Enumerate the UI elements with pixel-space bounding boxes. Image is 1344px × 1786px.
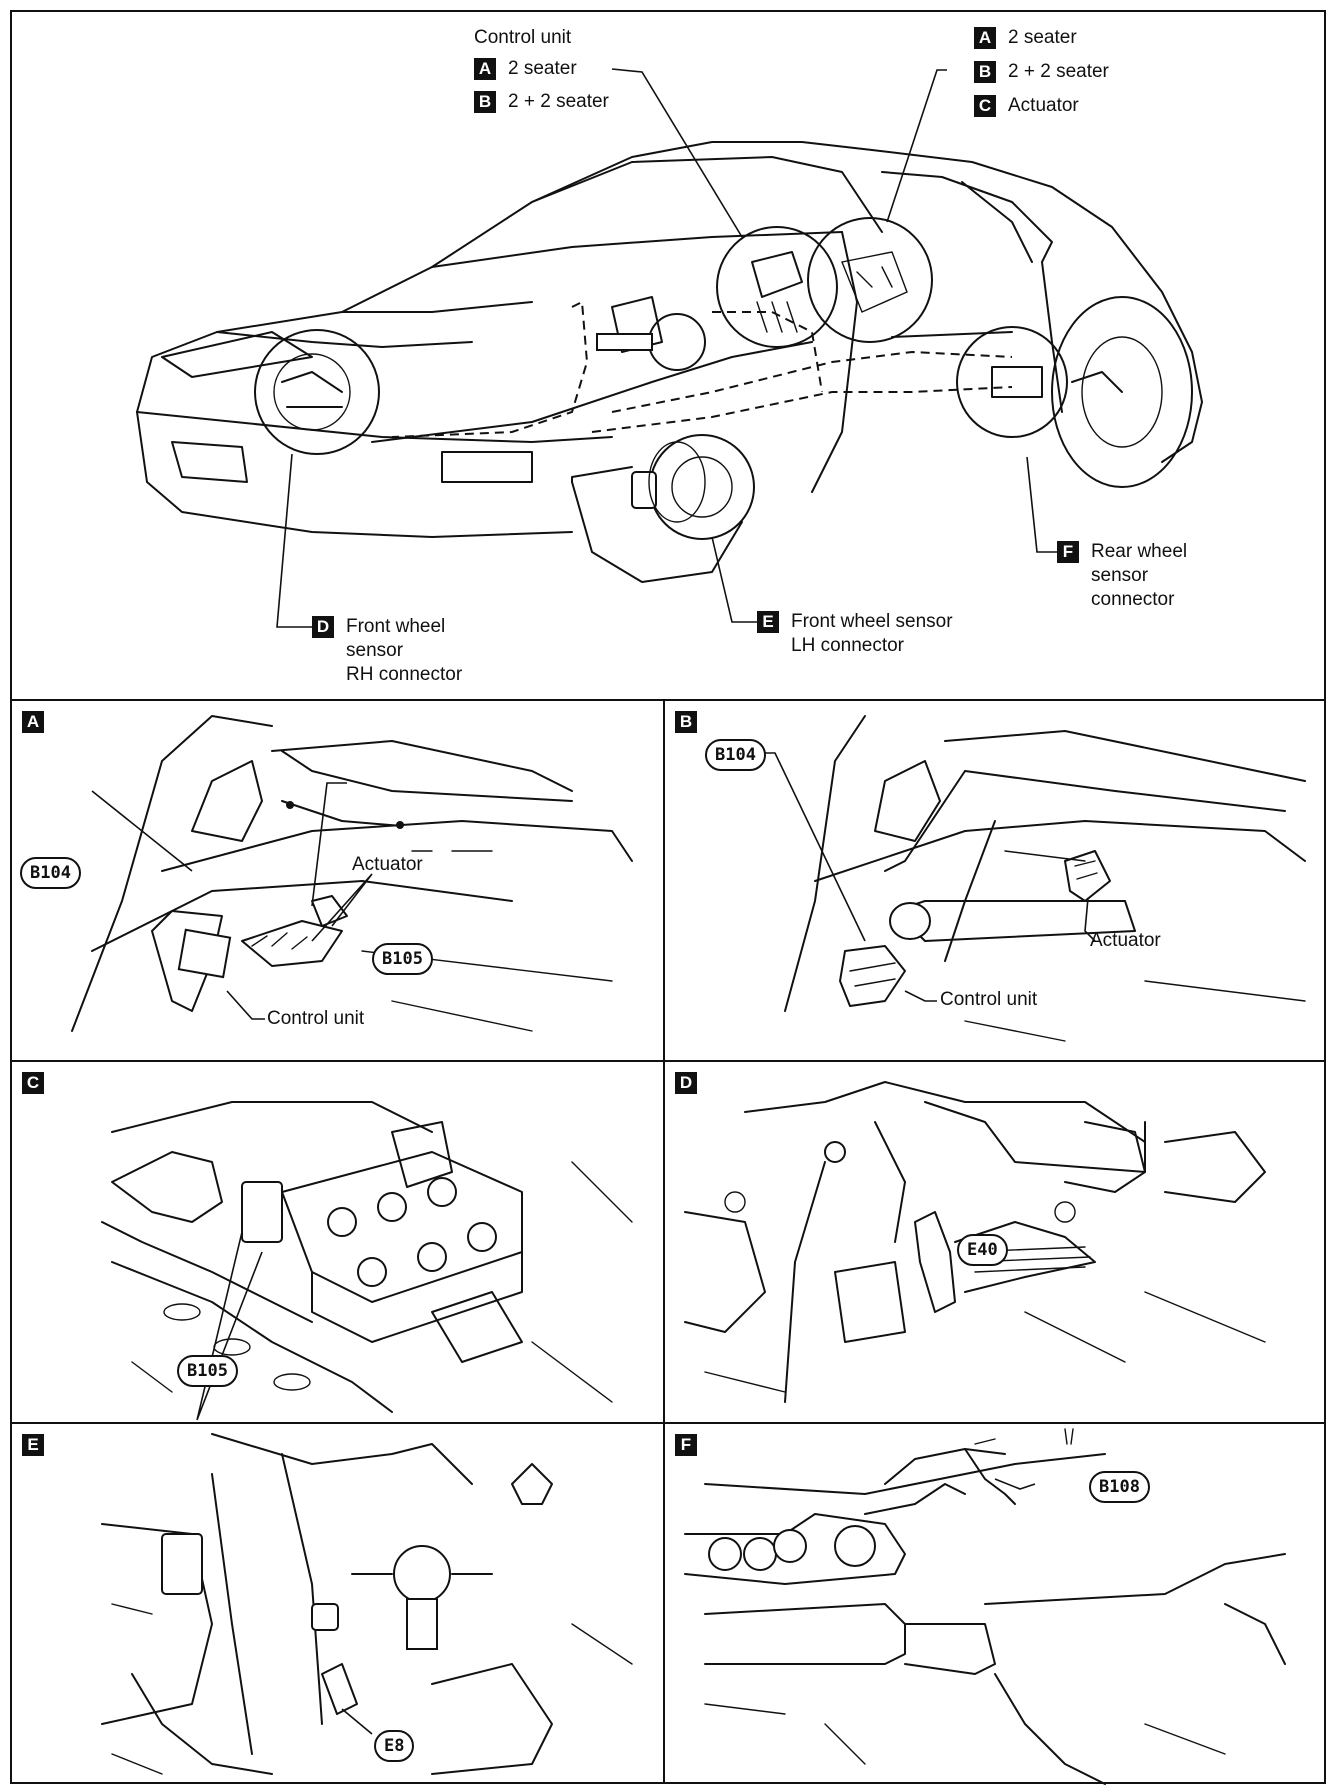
badge-c-icon: C xyxy=(974,94,996,117)
callout-rear-wheel: F Rear wheel sensor connector xyxy=(1057,540,1187,612)
badge-f-icon: F xyxy=(675,1434,697,1456)
callout-line: connector xyxy=(1091,589,1175,610)
control-unit-item-2plus2-seater: B 2 + 2 seater xyxy=(474,90,609,114)
callout-line: sensor xyxy=(1091,565,1149,586)
panel-f-illustration xyxy=(684,1428,1286,1785)
badge-b-icon: B xyxy=(974,60,996,83)
panel-e-illustration xyxy=(101,1433,633,1775)
panel-c-illustration xyxy=(101,1101,633,1421)
panel-c: C B105 xyxy=(10,1060,666,1425)
badge-e-icon: E xyxy=(22,1434,44,1456)
control-unit-label: Control unit xyxy=(267,1008,365,1029)
panel-b: B B104 Actuator Control unit xyxy=(663,699,1326,1063)
badge-a-icon: A xyxy=(974,26,996,49)
panel-a: A B104 B105 Actuator Control unit xyxy=(10,699,666,1063)
connector-b104-label: B104 xyxy=(20,857,81,889)
connector-b105-label: B105 xyxy=(372,943,433,975)
badge-d-icon: D xyxy=(312,615,334,638)
control-unit-label: Control unit xyxy=(940,989,1038,1010)
badge-a-icon: A xyxy=(474,57,496,80)
car-illustration xyxy=(136,68,1203,628)
connector-b104-label: B104 xyxy=(705,739,766,771)
panel-d-illustration xyxy=(684,1081,1266,1403)
badge-e-icon: E xyxy=(757,610,779,633)
actuator-label: Actuator xyxy=(352,854,423,875)
legend-text: 2 seater xyxy=(508,58,577,79)
callout-line: RH connector xyxy=(346,664,463,685)
control-unit-item-2-seater: A 2 seater xyxy=(474,57,577,81)
legend-actuator: C Actuator xyxy=(974,94,1079,118)
connector-b105-label: B105 xyxy=(177,1355,238,1387)
connector-e8-label: E8 xyxy=(374,1730,415,1762)
badge-b-icon: B xyxy=(675,711,697,733)
actuator-label: Actuator xyxy=(1090,930,1161,951)
legend-2-seater: A 2 seater xyxy=(974,26,1077,50)
badge-d-icon: D xyxy=(675,1072,697,1094)
legend-2plus2-seater: B 2 + 2 seater xyxy=(974,60,1109,84)
control-unit-title: Control unit xyxy=(474,27,572,48)
overview-panel: Control unit A 2 seater B 2 + 2 seater A 2 … xyxy=(10,10,1326,701)
callout-line: Front wheel sensor xyxy=(791,611,953,632)
legend-text: Actuator xyxy=(1008,95,1079,116)
connector-e40-label: E40 xyxy=(957,1234,1008,1266)
callout-line: LH connector xyxy=(791,635,905,656)
panel-e: E E8 xyxy=(10,1422,666,1784)
connector-b108-label: B108 xyxy=(1089,1471,1150,1503)
badge-a-icon: A xyxy=(22,711,44,733)
callout-line: Front wheel xyxy=(346,616,446,637)
panel-f: F B108 xyxy=(663,1422,1326,1785)
callout-line: sensor xyxy=(346,640,404,661)
callout-front-wheel-rh: D Front wheel sensor RH connector xyxy=(312,615,462,687)
callout-front-wheel-lh: E Front wheel sensor LH connector xyxy=(757,610,953,658)
legend-text: 2 seater xyxy=(1008,27,1077,48)
badge-f-icon: F xyxy=(1057,540,1079,563)
legend-text: 2 + 2 seater xyxy=(1008,61,1109,82)
legend-text: 2 + 2 seater xyxy=(508,91,609,112)
callout-line: Rear wheel xyxy=(1091,541,1188,562)
panel-d: D E40 xyxy=(663,1060,1326,1425)
badge-c-icon: C xyxy=(22,1072,44,1094)
badge-b-icon: B xyxy=(474,90,496,113)
panel-a-illustration xyxy=(71,715,633,1032)
